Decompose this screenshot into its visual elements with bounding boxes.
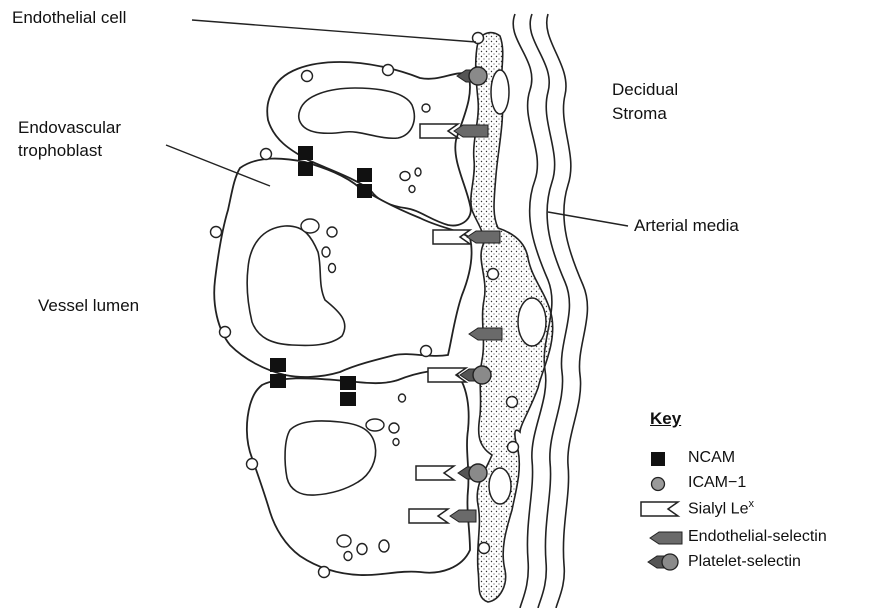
- leader-arterial-media: [548, 212, 628, 226]
- key-label-endothelial-selectin: Endothelial-selectin: [688, 528, 827, 546]
- key-platelet-circle: [662, 554, 678, 570]
- endothelial-layer: [471, 33, 553, 602]
- key-label-sialyl-lex-base: Sialyl Le: [688, 500, 748, 517]
- key-title: Key: [650, 409, 681, 429]
- key-ncam-swatch: [651, 452, 665, 466]
- key-sialyl-swatch: [641, 502, 678, 516]
- key-label-sialyl-lex-sup: x: [748, 498, 754, 510]
- key-icam1-swatch: [652, 478, 665, 491]
- label-endovascular-line1: Endovascular: [18, 118, 121, 138]
- key-label-ncam: NCAM: [688, 449, 735, 467]
- key-symbols: [641, 452, 682, 570]
- label-stroma-line2: Stroma: [612, 104, 667, 124]
- label-decidual-line1: Decidual: [612, 80, 678, 100]
- key-label-icam1: ICAM−1: [688, 474, 746, 492]
- key-endothelial-selectin-swatch: [650, 532, 682, 544]
- label-endothelial-cell: Endothelial cell: [12, 8, 126, 28]
- key-label-sialyl-lex: Sialyl Lex: [688, 498, 754, 518]
- label-trophoblast-line2: trophoblast: [18, 141, 102, 161]
- label-vessel-lumen: Vessel lumen: [38, 296, 139, 316]
- key-label-platelet-selectin: Platelet-selectin: [688, 553, 801, 571]
- label-arterial-media: Arterial media: [634, 216, 739, 236]
- leader-endothelial-cell: [192, 20, 476, 42]
